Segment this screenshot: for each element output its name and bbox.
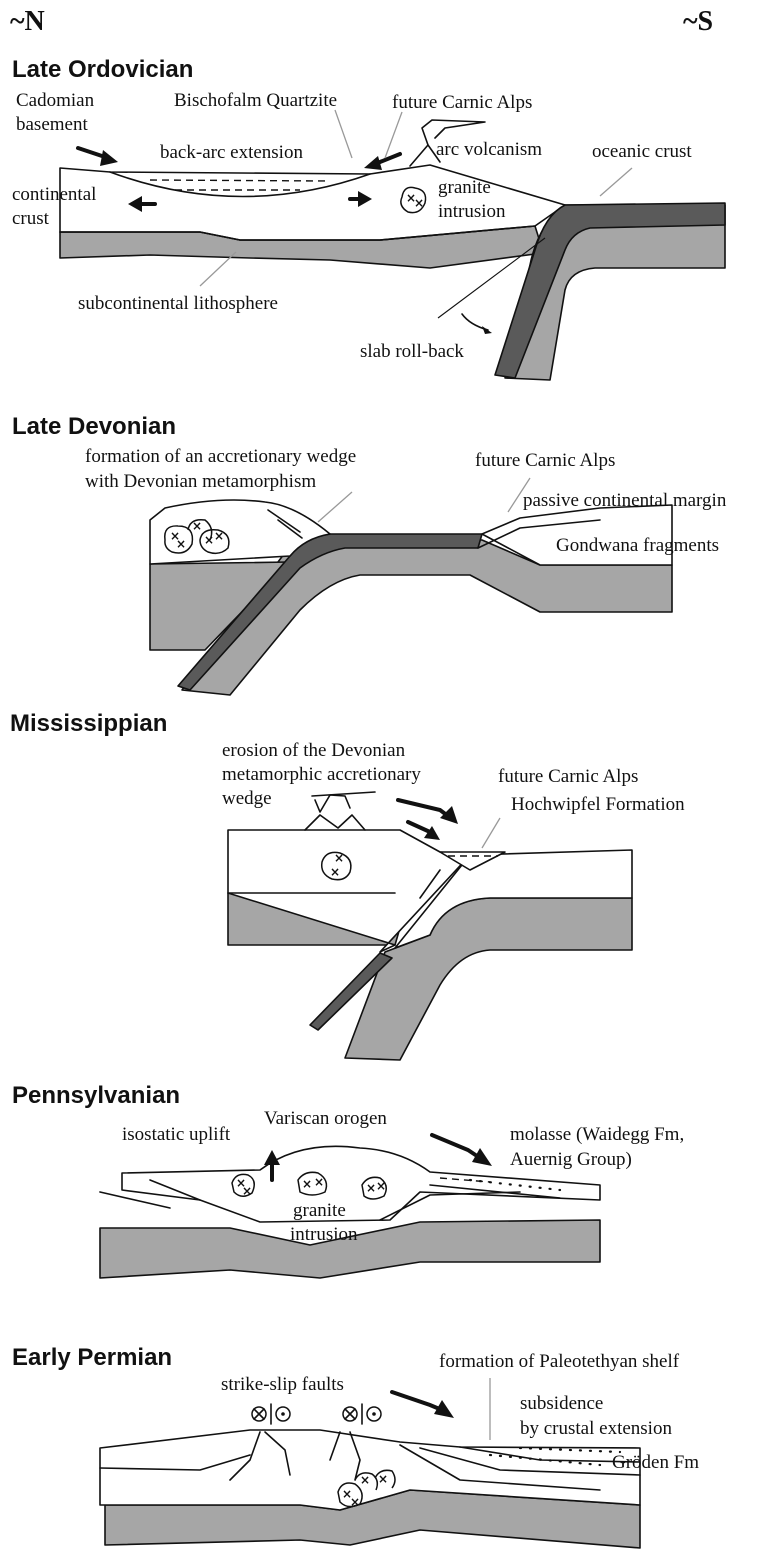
label-cadomian-1: Cadomian xyxy=(16,90,95,111)
label-erosion-3: wedge xyxy=(222,788,272,809)
panel-early-permian: Early Permian ×× × × xyxy=(12,1344,699,1548)
svg-text:×: × xyxy=(350,1495,360,1509)
svg-text:×: × xyxy=(242,1184,252,1198)
label-subsidence-1: subsidence xyxy=(520,1393,603,1414)
svg-text:×: × xyxy=(204,533,214,547)
label-oceanic-crust: oceanic crust xyxy=(592,141,692,162)
label-cadomian-2: basement xyxy=(16,114,88,135)
label-shelf: formation of Paleotethyan shelf xyxy=(439,1351,680,1372)
label-passive-margin: passive continental margin xyxy=(523,490,727,511)
strike-slip-symbol-1 xyxy=(252,1404,290,1424)
label-subcontinental: subcontinental lithosphere xyxy=(78,293,278,314)
label-future-carnic: future Carnic Alps xyxy=(498,766,638,787)
panel-pennsylvanian: Pennsylvanian ×× ×× ×× isostatic uplift … xyxy=(12,1082,684,1278)
panel-title: Late Devonian xyxy=(12,413,176,440)
panel-title: Mississippian xyxy=(10,710,167,737)
erosion-arrow-lower xyxy=(408,822,430,832)
molasse-arrow xyxy=(432,1135,480,1158)
label-gondwana: Gondwana fragments xyxy=(556,535,719,556)
label-strike-slip: strike-slip faults xyxy=(221,1374,344,1395)
label-arc-volcanism: arc volcanism xyxy=(436,139,542,160)
label-wedge-1: formation of an accretionary wedge xyxy=(85,446,356,467)
north-label: ~N xyxy=(10,6,45,37)
label-molasse-2: Auernig Group) xyxy=(510,1149,632,1170)
label-uplift: isostatic uplift xyxy=(122,1124,231,1145)
panel-late-ordovician: Late Ordovician ×× xyxy=(12,56,725,380)
label-granite-1: granite xyxy=(438,177,491,198)
svg-text:×: × xyxy=(378,1472,388,1486)
label-hochwipfel: Hochwipfel Formation xyxy=(511,794,685,815)
svg-text:×: × xyxy=(360,1473,370,1487)
svg-text:×: × xyxy=(302,1177,312,1191)
label-granite-1: granite xyxy=(293,1200,346,1221)
label-quartzite: Bischofalm Quartzite xyxy=(174,90,337,111)
svg-text:×: × xyxy=(176,537,186,551)
label-subsidence-2: by crustal extension xyxy=(520,1418,672,1439)
svg-text:×: × xyxy=(330,865,340,879)
label-granite-2: intrusion xyxy=(290,1224,358,1245)
svg-text:×: × xyxy=(366,1181,376,1195)
panel-late-devonian: Late Devonian ×× ××× formation of an acc… xyxy=(12,413,727,695)
panel-mississippian: Mississippian ×× erosion of the Devonian… xyxy=(10,710,685,1060)
svg-text:×: × xyxy=(314,1175,324,1189)
svg-text:×: × xyxy=(214,529,224,543)
label-future-carnic: future Carnic Alps xyxy=(392,92,532,113)
label-granite-2: intrusion xyxy=(438,201,506,222)
label-groden: Gröden Fm xyxy=(612,1452,699,1473)
svg-text:×: × xyxy=(414,196,424,210)
label-continental-1: continental xyxy=(12,184,96,205)
label-molasse-1: molasse (Waidegg Fm, xyxy=(510,1124,684,1145)
svg-text:×: × xyxy=(334,851,344,865)
label-slab: slab roll-back xyxy=(360,341,464,362)
svg-text:×: × xyxy=(192,519,202,533)
label-back-arc: back-arc extension xyxy=(160,142,303,163)
panel-title: Late Ordovician xyxy=(12,56,193,83)
panel-title: Pennsylvanian xyxy=(12,1082,180,1109)
south-label: ~S xyxy=(683,6,713,37)
label-continental-2: crust xyxy=(12,208,50,229)
label-orogen: Variscan orogen xyxy=(264,1108,387,1129)
label-erosion-2: metamorphic accretionary xyxy=(222,764,421,785)
label-future-carnic: future Carnic Alps xyxy=(475,450,615,471)
label-erosion-1: erosion of the Devonian xyxy=(222,740,406,761)
erosion-arrow-upper xyxy=(398,800,448,816)
panel-title: Early Permian xyxy=(12,1344,172,1371)
subsidence-arrow xyxy=(392,1392,442,1410)
svg-text:×: × xyxy=(376,1179,386,1193)
strike-slip-symbol-2 xyxy=(343,1404,381,1424)
label-wedge-2: with Devonian metamorphism xyxy=(85,471,316,492)
